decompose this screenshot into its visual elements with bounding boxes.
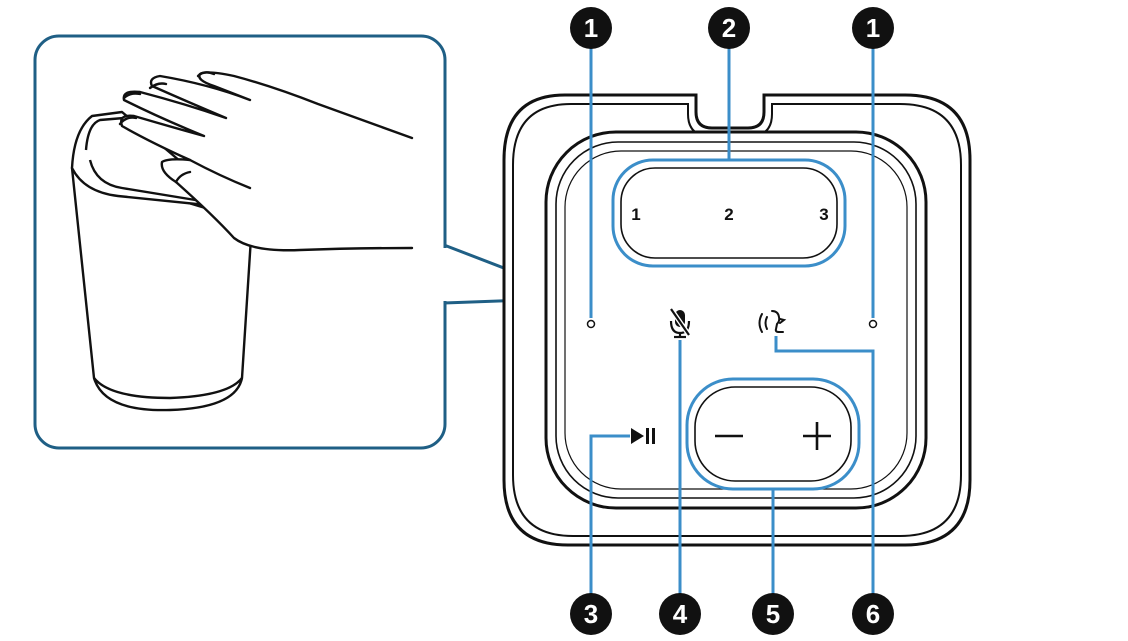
callout-badge-6: 6 <box>852 593 894 635</box>
mic-led-right <box>868 319 878 329</box>
mic-led-left <box>586 319 596 329</box>
play-pause-button[interactable] <box>631 428 655 444</box>
callout-badge-1-left: 1 <box>570 7 612 49</box>
voice-command-icon[interactable] <box>758 310 787 333</box>
volume-pill <box>685 377 861 491</box>
callout-badge-3: 3 <box>570 593 612 635</box>
callout-badges: 1 2 1 3 4 5 6 <box>570 7 894 635</box>
callout-badge-2: 2 <box>708 7 750 49</box>
svg-text:1: 1 <box>866 13 880 43</box>
callout-badge-5: 5 <box>752 593 794 635</box>
mic-off-icon[interactable] <box>668 307 692 339</box>
callout-badge-4: 4 <box>659 593 701 635</box>
svg-text:4: 4 <box>673 599 688 629</box>
volume-up-button[interactable] <box>803 422 831 450</box>
play-pause-icon <box>631 428 655 444</box>
svg-text:5: 5 <box>766 599 780 629</box>
control-panel: 1 2 3 <box>502 93 972 547</box>
preset-3-button[interactable]: 3 <box>819 205 828 224</box>
volume-buttons[interactable] <box>685 377 861 491</box>
callout-line-6 <box>774 336 875 600</box>
hand-illustration <box>118 71 414 252</box>
inset-illustration <box>33 34 584 450</box>
svg-text:6: 6 <box>866 599 880 629</box>
svg-text:2: 2 <box>722 13 736 43</box>
plus-icon <box>803 422 831 450</box>
preset-1-button[interactable]: 1 <box>631 205 640 224</box>
callout-line-3 <box>589 434 630 600</box>
callout-lines <box>589 45 875 600</box>
svg-text:3: 3 <box>584 599 598 629</box>
preset-buttons[interactable]: 1 2 3 <box>611 158 847 268</box>
callout-badge-1-right: 1 <box>852 7 894 49</box>
preset-2-button[interactable]: 2 <box>724 205 733 224</box>
svg-text:1: 1 <box>584 13 598 43</box>
